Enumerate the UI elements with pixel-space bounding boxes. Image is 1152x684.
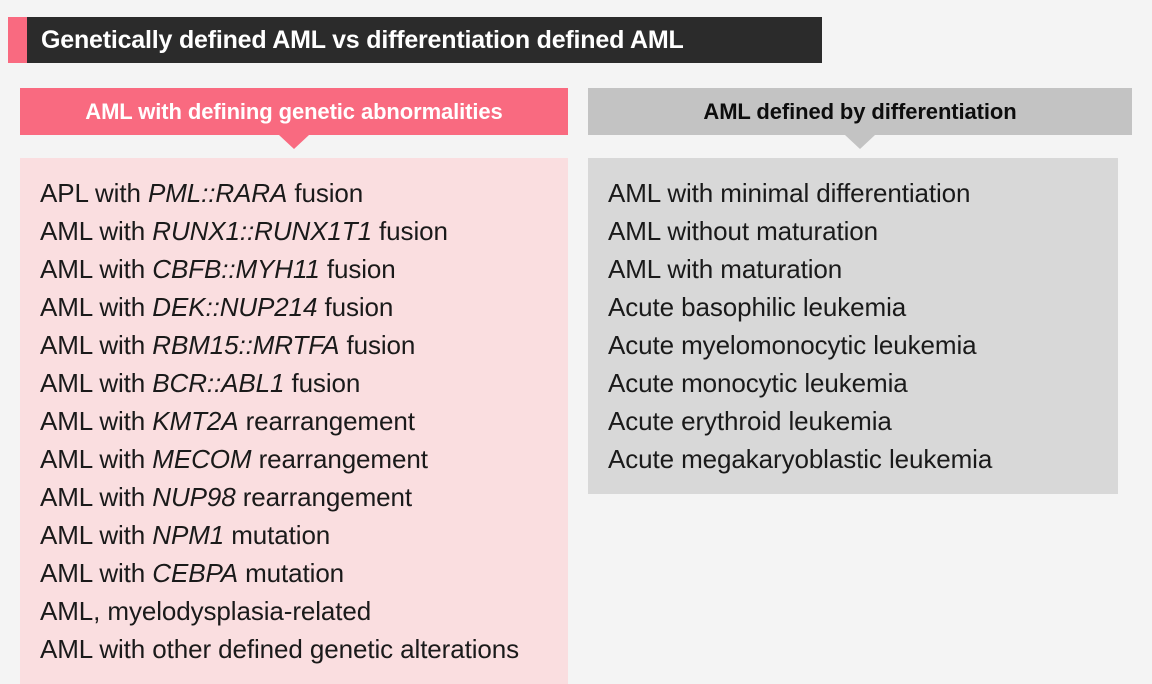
- gene-symbol: NUP98: [152, 482, 236, 512]
- page-title: Genetically defined AML vs differentiati…: [41, 25, 684, 54]
- list-item: AML with CEBPA mutation: [40, 558, 345, 588]
- title-bar-body: Genetically defined AML vs differentiati…: [27, 17, 822, 63]
- gene-symbol: DEK::NUP214: [152, 292, 318, 322]
- list-item: Acute monocytic leukemia: [608, 368, 908, 398]
- column-genetic-abnormalities: AML with defining genetic abnormalities …: [20, 88, 568, 684]
- list-item: AML, myelodysplasia-related: [40, 596, 372, 626]
- list-item: APL with PML::RARA fusion: [40, 178, 364, 208]
- list-item: AML with DEK::NUP214 fusion: [40, 292, 394, 322]
- header-notch-triangle-icon: [279, 135, 309, 149]
- column-differentiation: AML defined by differentiation AML with …: [588, 88, 1132, 494]
- gene-symbol: CBFB::MYH11: [152, 254, 320, 284]
- list-item: AML with NUP98 rearrangement: [40, 482, 412, 512]
- gene-symbol: RUNX1::RUNX1T1: [152, 216, 372, 246]
- list-item: AML with BCR::ABL1 fusion: [40, 368, 361, 398]
- list-item: AML with RBM15::MRTFA fusion: [40, 330, 416, 360]
- list-item: Acute megakaryoblastic leukemia: [608, 444, 993, 474]
- gene-symbol: MECOM: [152, 444, 252, 474]
- list-item: AML with NPM1 mutation: [40, 520, 331, 550]
- list-item: AML with MECOM rearrangement: [40, 444, 428, 474]
- gene-symbol: NPM1: [152, 520, 225, 550]
- column-header-differentiation: AML defined by differentiation: [588, 88, 1132, 149]
- column-header-differentiation-label: AML defined by differentiation: [703, 98, 1017, 124]
- gene-symbol: CEBPA: [152, 558, 238, 588]
- list-item: AML with maturation: [608, 254, 843, 284]
- list-item: AML with other defined genetic alteratio…: [40, 634, 520, 664]
- list-item: AML with CBFB::MYH11 fusion: [40, 254, 396, 284]
- list-item: Acute myelomonocytic leukemia: [608, 330, 977, 360]
- title-accent-stripe: [8, 17, 27, 63]
- gene-symbol: BCR::ABL1: [152, 368, 285, 398]
- title-bar: Genetically defined AML vs differentiati…: [8, 17, 822, 63]
- list-item: Acute erythroid leukemia: [608, 406, 892, 436]
- header-notch-triangle-icon: [845, 135, 875, 149]
- gene-symbol: PML::RARA: [147, 178, 288, 208]
- list-item: AML with KMT2A rearrangement: [40, 406, 415, 436]
- list-item: AML with minimal differentiation: [608, 178, 971, 208]
- column-header-genetic-label: AML with defining genetic abnormalities: [85, 98, 503, 124]
- gene-symbol: KMT2A: [152, 406, 239, 436]
- gene-symbol: RBM15::MRTFA: [152, 330, 340, 360]
- list-item: AML without maturation: [608, 216, 878, 246]
- column-header-genetic: AML with defining genetic abnormalities: [20, 88, 568, 149]
- list-item: Acute basophilic leukemia: [608, 292, 907, 322]
- list-item: AML with RUNX1::RUNX1T1 fusion: [40, 216, 448, 246]
